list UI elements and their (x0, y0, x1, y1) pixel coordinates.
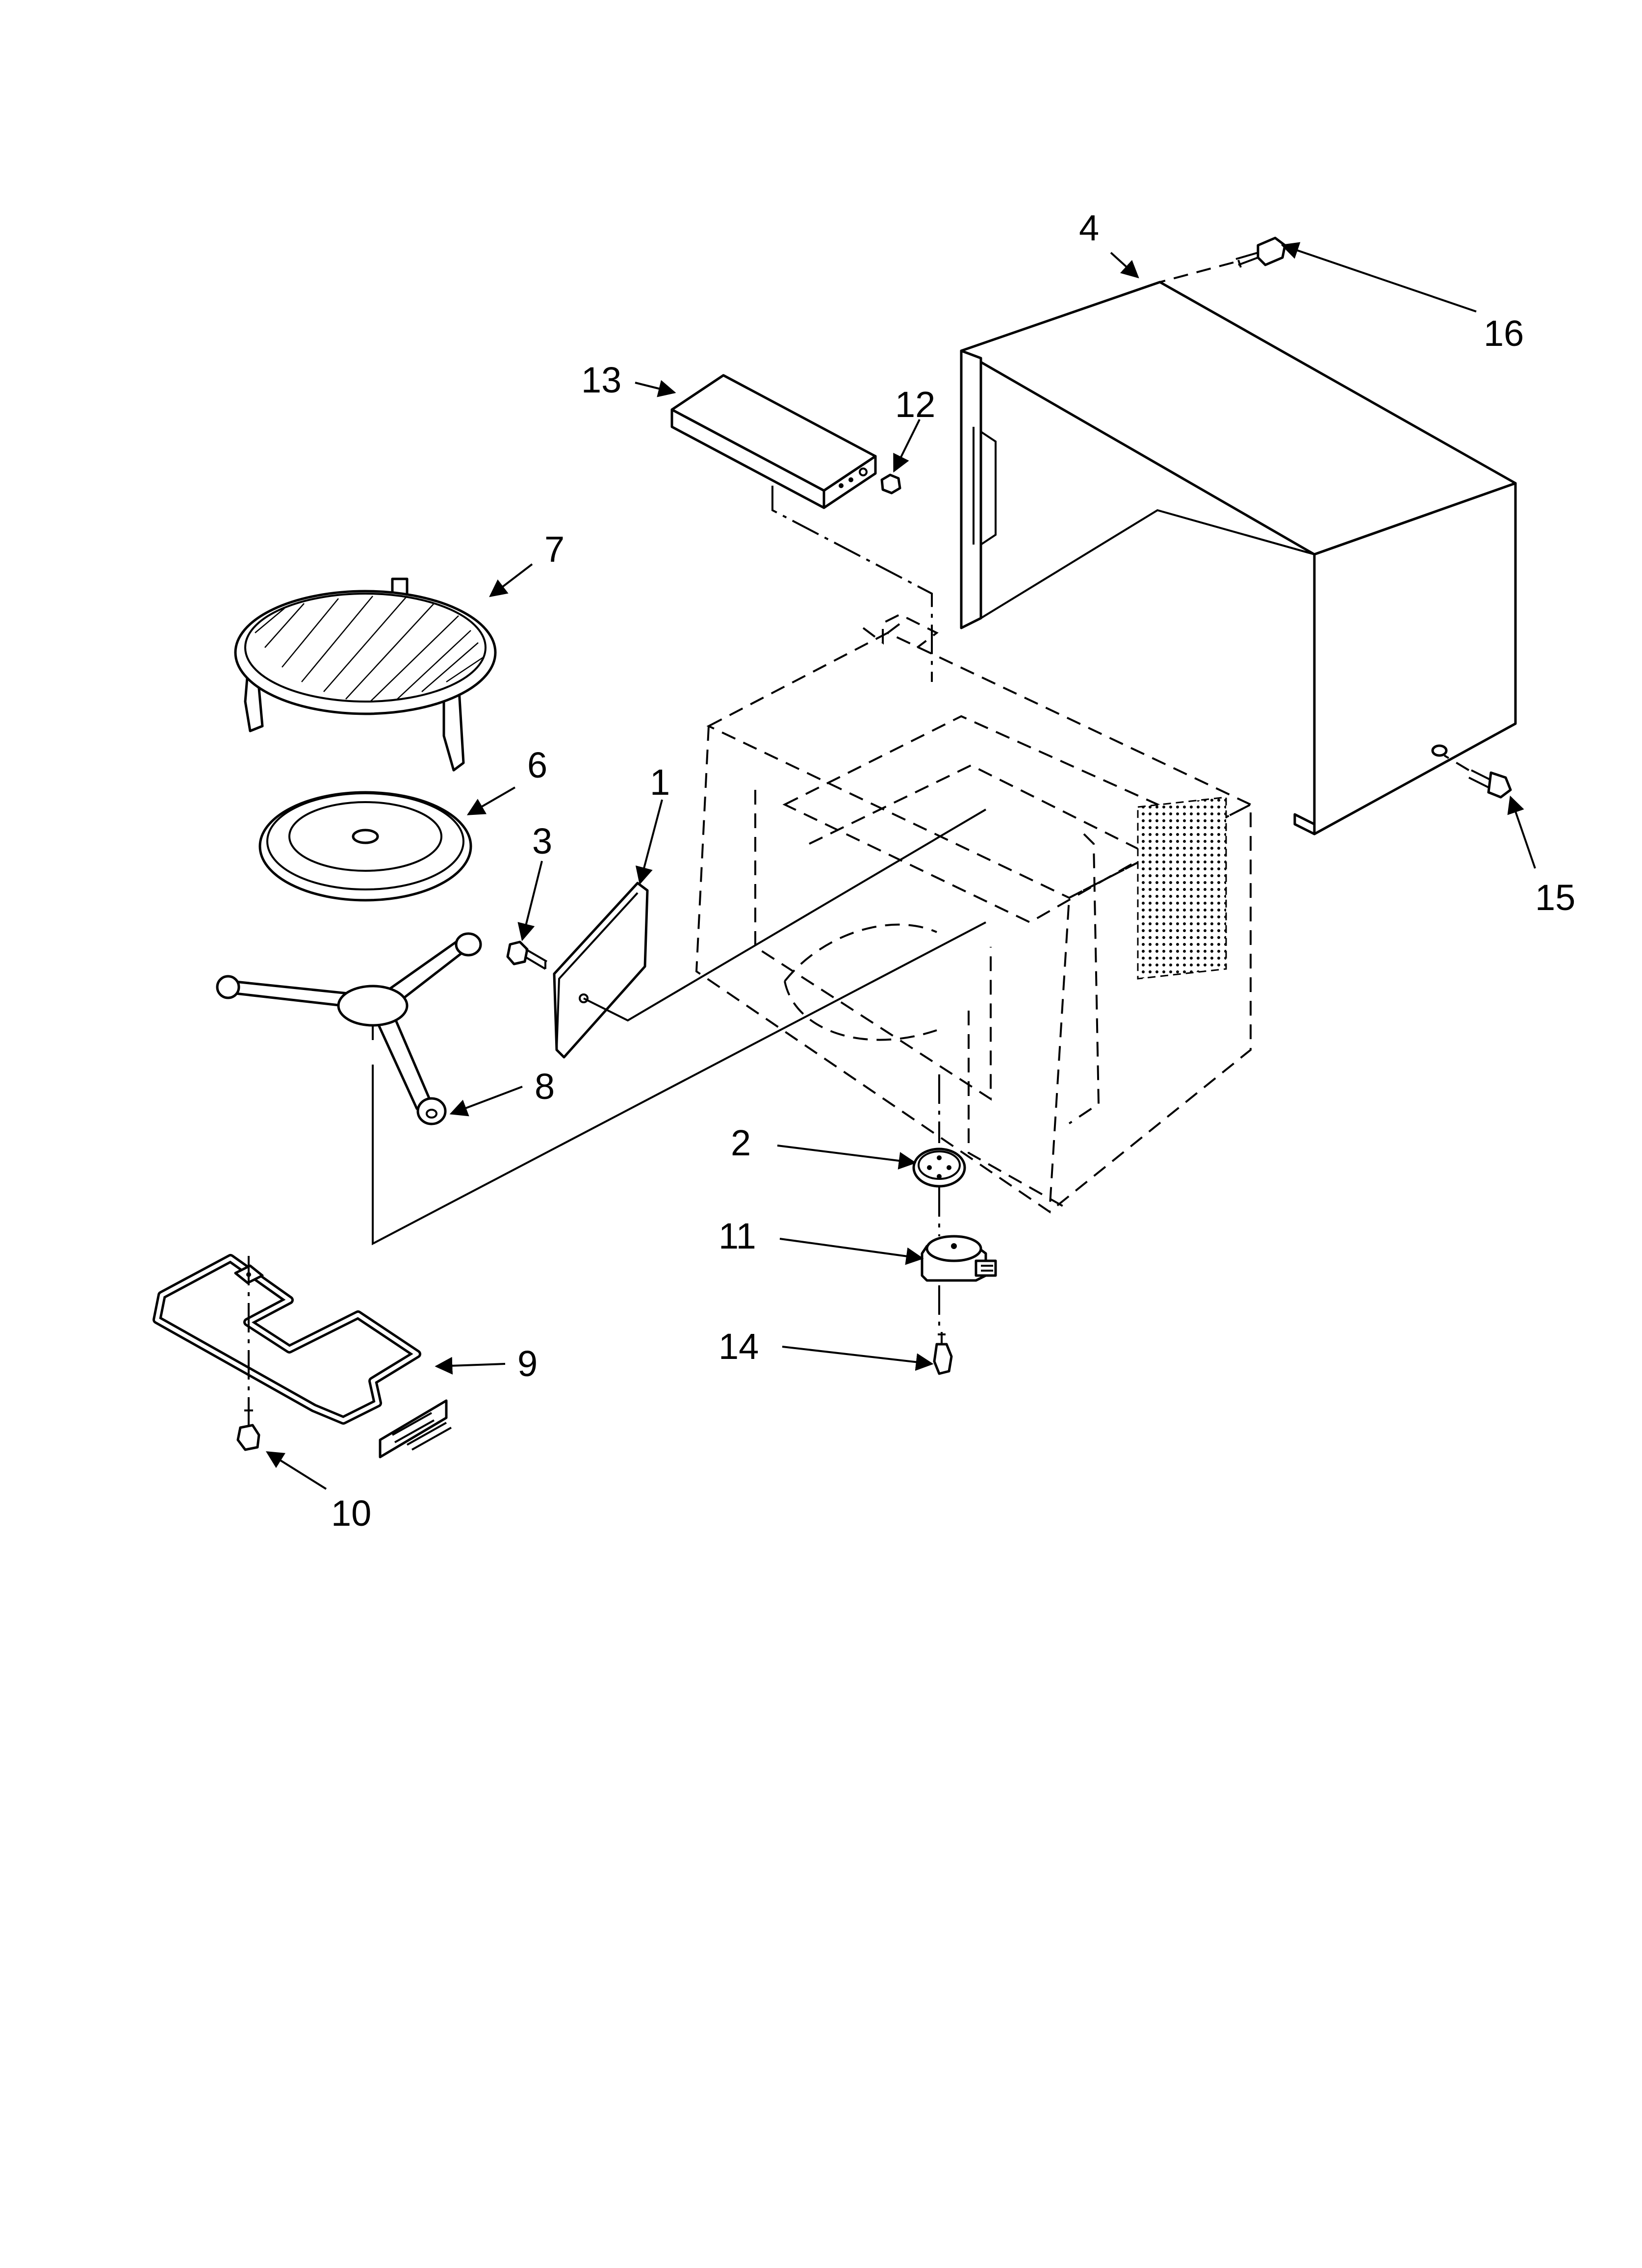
screw-part-16 (1159, 236, 1286, 283)
heater-guide-line (372, 921, 986, 1246)
callout-12: 12 (895, 384, 935, 425)
callout-14: 14 (718, 1326, 759, 1367)
turntable-support-part-8 (216, 932, 482, 1125)
callout-1: 1 (650, 762, 670, 803)
screw-part-3 (506, 940, 548, 970)
callout-16: 16 (1484, 313, 1524, 354)
callout-3: 3 (532, 821, 552, 861)
alignment-line-control (771, 486, 933, 682)
callout-6: 6 (527, 745, 547, 785)
callout-8: 8 (535, 1066, 555, 1107)
wire-rack-part-7 (234, 577, 497, 772)
waveguide-guide-line (583, 808, 987, 1022)
outer-cabinet-part-4 (960, 281, 1517, 835)
screw-part-10 (236, 1408, 260, 1451)
callout-13: 13 (581, 360, 621, 400)
heater-element-part-9 (153, 1254, 452, 1459)
screw-part-14 (933, 1332, 953, 1375)
callout-2: 2 (731, 1122, 751, 1163)
waveguide-cover-part-1 (553, 882, 649, 1059)
callout-10: 10 (331, 1493, 371, 1534)
motor-part-11 (921, 1235, 997, 1282)
callout-4: 4 (1079, 208, 1099, 248)
nut-part-12 (880, 473, 901, 495)
callout-9: 9 (517, 1343, 538, 1384)
leader-arrows (265, 242, 1536, 1490)
callout-7: 7 (544, 529, 564, 570)
callout-11: 11 (718, 1216, 756, 1256)
coupler-part-2 (912, 1147, 966, 1188)
control-box-part-13 (670, 374, 877, 509)
callout-15: 15 (1535, 877, 1575, 918)
turntable-part-6 (258, 791, 472, 902)
screw-part-15 (1443, 755, 1512, 799)
vent-grill (1137, 796, 1227, 980)
